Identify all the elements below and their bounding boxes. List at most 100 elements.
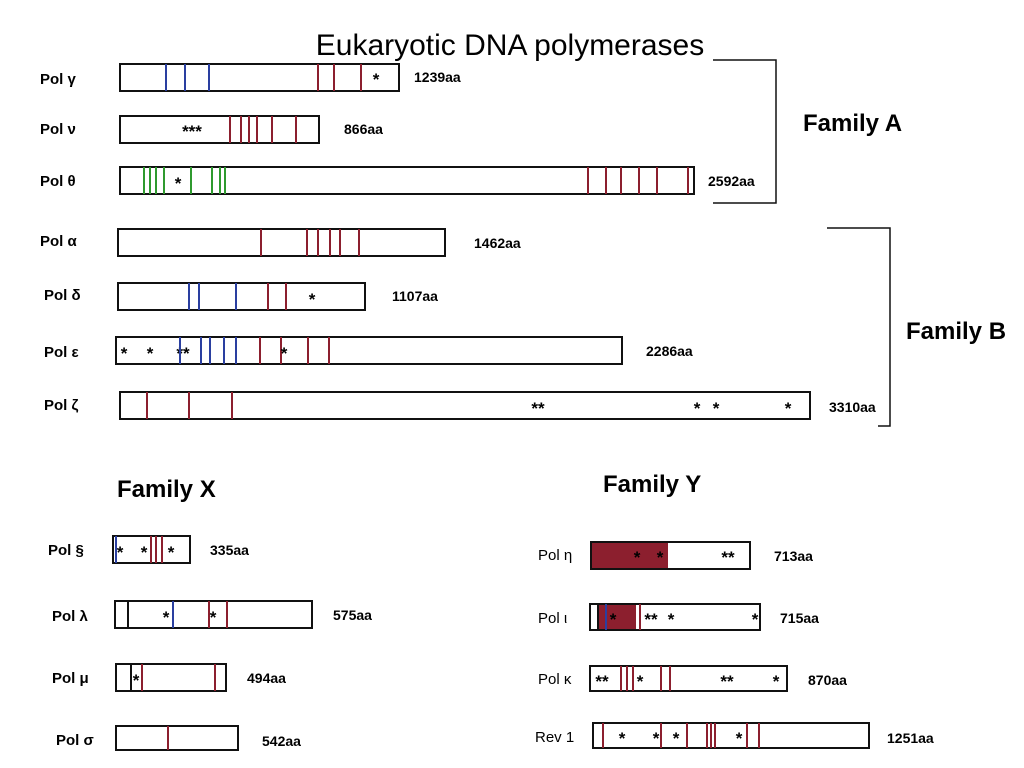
pol-zeta-star: * [785,399,792,418]
family-a-label: Family A [803,110,902,137]
pol-iota-label: Pol ι [538,610,567,627]
pol-zeta-row: Pol ζ ** * * * 3310aa [44,391,876,420]
pol-theta-label: Pol θ [40,173,76,190]
pol-kappa-star: * [773,672,780,691]
diagram-title: Eukaryotic DNA polymerases [316,29,704,62]
pol-beta-label: Pol § [48,542,84,559]
pol-gamma-length: 1239aa [414,69,461,85]
pol-mu-star: * [133,671,140,690]
pol-alpha-length: 1462aa [474,235,521,251]
pol-lambda-length: 575aa [333,607,372,623]
pol-lambda-star: * [210,608,217,627]
pol-zeta-star: * [694,399,701,418]
pol-delta-bar [117,282,366,311]
pol-gamma-row: Pol γ * 1239aa [40,63,461,92]
pol-epsilon-star: ** [176,344,190,363]
pol-mu-label: Pol μ [52,670,89,687]
pol-lambda-bar [114,600,313,629]
pol-kappa-label: Pol κ [538,671,572,688]
pol-delta-row: Pol δ * 1107aa [44,282,438,311]
pol-epsilon-length: 2286aa [646,343,693,359]
rev1-bar [592,722,870,749]
rev1-row: Rev 1 * * * * 1251aa [535,722,934,749]
pol-gamma-stars: * [373,70,380,89]
pol-lambda-row: Pol λ * * 575aa [52,600,372,629]
pol-epsilon-star: * [121,344,128,363]
pol-nu-length: 866aa [344,121,383,137]
pol-nu-row: Pol ν *** 866aa [40,115,383,144]
pol-zeta-star: * [713,399,720,418]
pol-nu-bar [119,115,320,144]
pol-kappa-star: ** [595,672,609,691]
pol-zeta-length: 3310aa [829,399,876,415]
pol-sigma-label: Pol σ [56,732,94,749]
pol-beta-star: * [168,543,175,562]
family-y-label: Family Y [603,471,701,498]
pol-alpha-bar [117,228,446,257]
rev1-star: * [736,729,743,748]
pol-alpha-row: Pol α 1462aa [40,228,521,257]
rev1-label: Rev 1 [535,729,574,746]
pol-epsilon-star: * [281,344,288,363]
pol-iota-star: * [668,610,675,629]
pol-kappa-bar [589,665,788,692]
pol-delta-length: 1107aa [392,288,438,304]
pol-nu-label: Pol ν [40,121,76,138]
pol-iota-length: 715aa [780,610,819,626]
family-b-label: Family B [906,318,1006,345]
pol-delta-stars: * [309,290,316,309]
pol-iota-catalytic-domain [599,605,636,629]
pol-mu-row: Pol μ * 494aa [52,663,286,692]
pol-mu-bar [115,663,227,692]
pol-gamma-label: Pol γ [40,71,77,88]
pol-beta-star: * [117,543,124,562]
pol-nu-stars: *** [182,122,202,141]
pol-iota-star: ** [644,610,658,629]
pol-theta-row: Pol θ * 2592aa [40,166,755,195]
pol-kappa-length: 870aa [808,672,847,688]
pol-zeta-label: Pol ζ [44,397,79,414]
pol-eta-star: * [634,548,641,567]
pol-beta-length: 335aa [210,542,249,558]
pol-epsilon-bar [115,336,623,365]
pol-eta-length: 713aa [774,548,813,564]
rev1-star: * [673,729,680,748]
pol-theta-bar [119,166,695,195]
pol-kappa-star: * [637,672,644,691]
pol-epsilon-row: Pol ε * * ** * 2286aa [44,336,693,365]
pol-lambda-label: Pol λ [52,608,89,625]
rev1-star: * [653,729,660,748]
pol-beta-row: Pol § * * * 335aa [48,535,249,564]
pol-kappa-star: ** [720,672,734,691]
pol-epsilon-star: * [147,344,154,363]
pol-eta-catalytic-domain [592,543,668,568]
pol-gamma-bar [119,63,400,92]
family-b-bracket [827,227,891,427]
pol-alpha-label: Pol α [40,233,78,250]
pol-iota-star: * [752,610,759,629]
pol-eta-row: Pol η * * ** 713aa [538,541,813,570]
pol-sigma-length: 542aa [262,733,301,749]
pol-eta-label: Pol η [538,547,572,564]
pol-eta-star: ** [721,548,735,567]
pol-delta-label: Pol δ [44,287,81,304]
family-x-label: Family X [117,476,216,503]
pol-zeta-bar [119,391,811,420]
pol-theta-length: 2592aa [708,173,755,189]
pol-sigma-row: Pol σ 542aa [56,725,301,751]
pol-lambda-star: * [163,608,170,627]
pol-epsilon-label: Pol ε [44,344,79,361]
pol-iota-row: Pol ι * ** * * 715aa [538,603,819,631]
rev1-length: 1251aa [887,730,934,746]
pol-eta-star: * [657,548,664,567]
pol-zeta-star: ** [531,399,545,418]
rev1-star: * [619,729,626,748]
pol-theta-stars: * [175,174,182,193]
pol-mu-length: 494aa [247,670,286,686]
family-a-bracket [713,59,777,204]
pol-iota-star: * [610,610,617,629]
pol-kappa-row: Pol κ ** * ** * 870aa [538,665,847,692]
pol-sigma-bar [115,725,239,751]
pol-beta-star: * [141,543,148,562]
